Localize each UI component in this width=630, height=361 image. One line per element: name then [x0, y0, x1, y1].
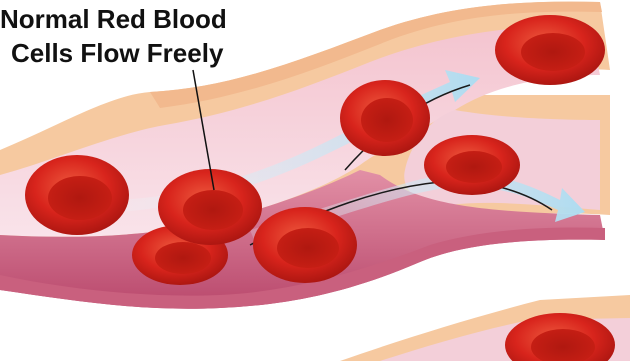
red-blood-cell [495, 15, 605, 85]
red-blood-cell [253, 207, 357, 283]
callout-label-line-2: Cells Flow Freely [11, 38, 223, 68]
red-blood-cell [424, 135, 520, 195]
red-blood-cell [340, 80, 430, 156]
red-blood-cell [158, 169, 262, 245]
red-blood-cell [25, 155, 129, 235]
callout-label-line-1: Normal Red Blood [0, 4, 227, 34]
